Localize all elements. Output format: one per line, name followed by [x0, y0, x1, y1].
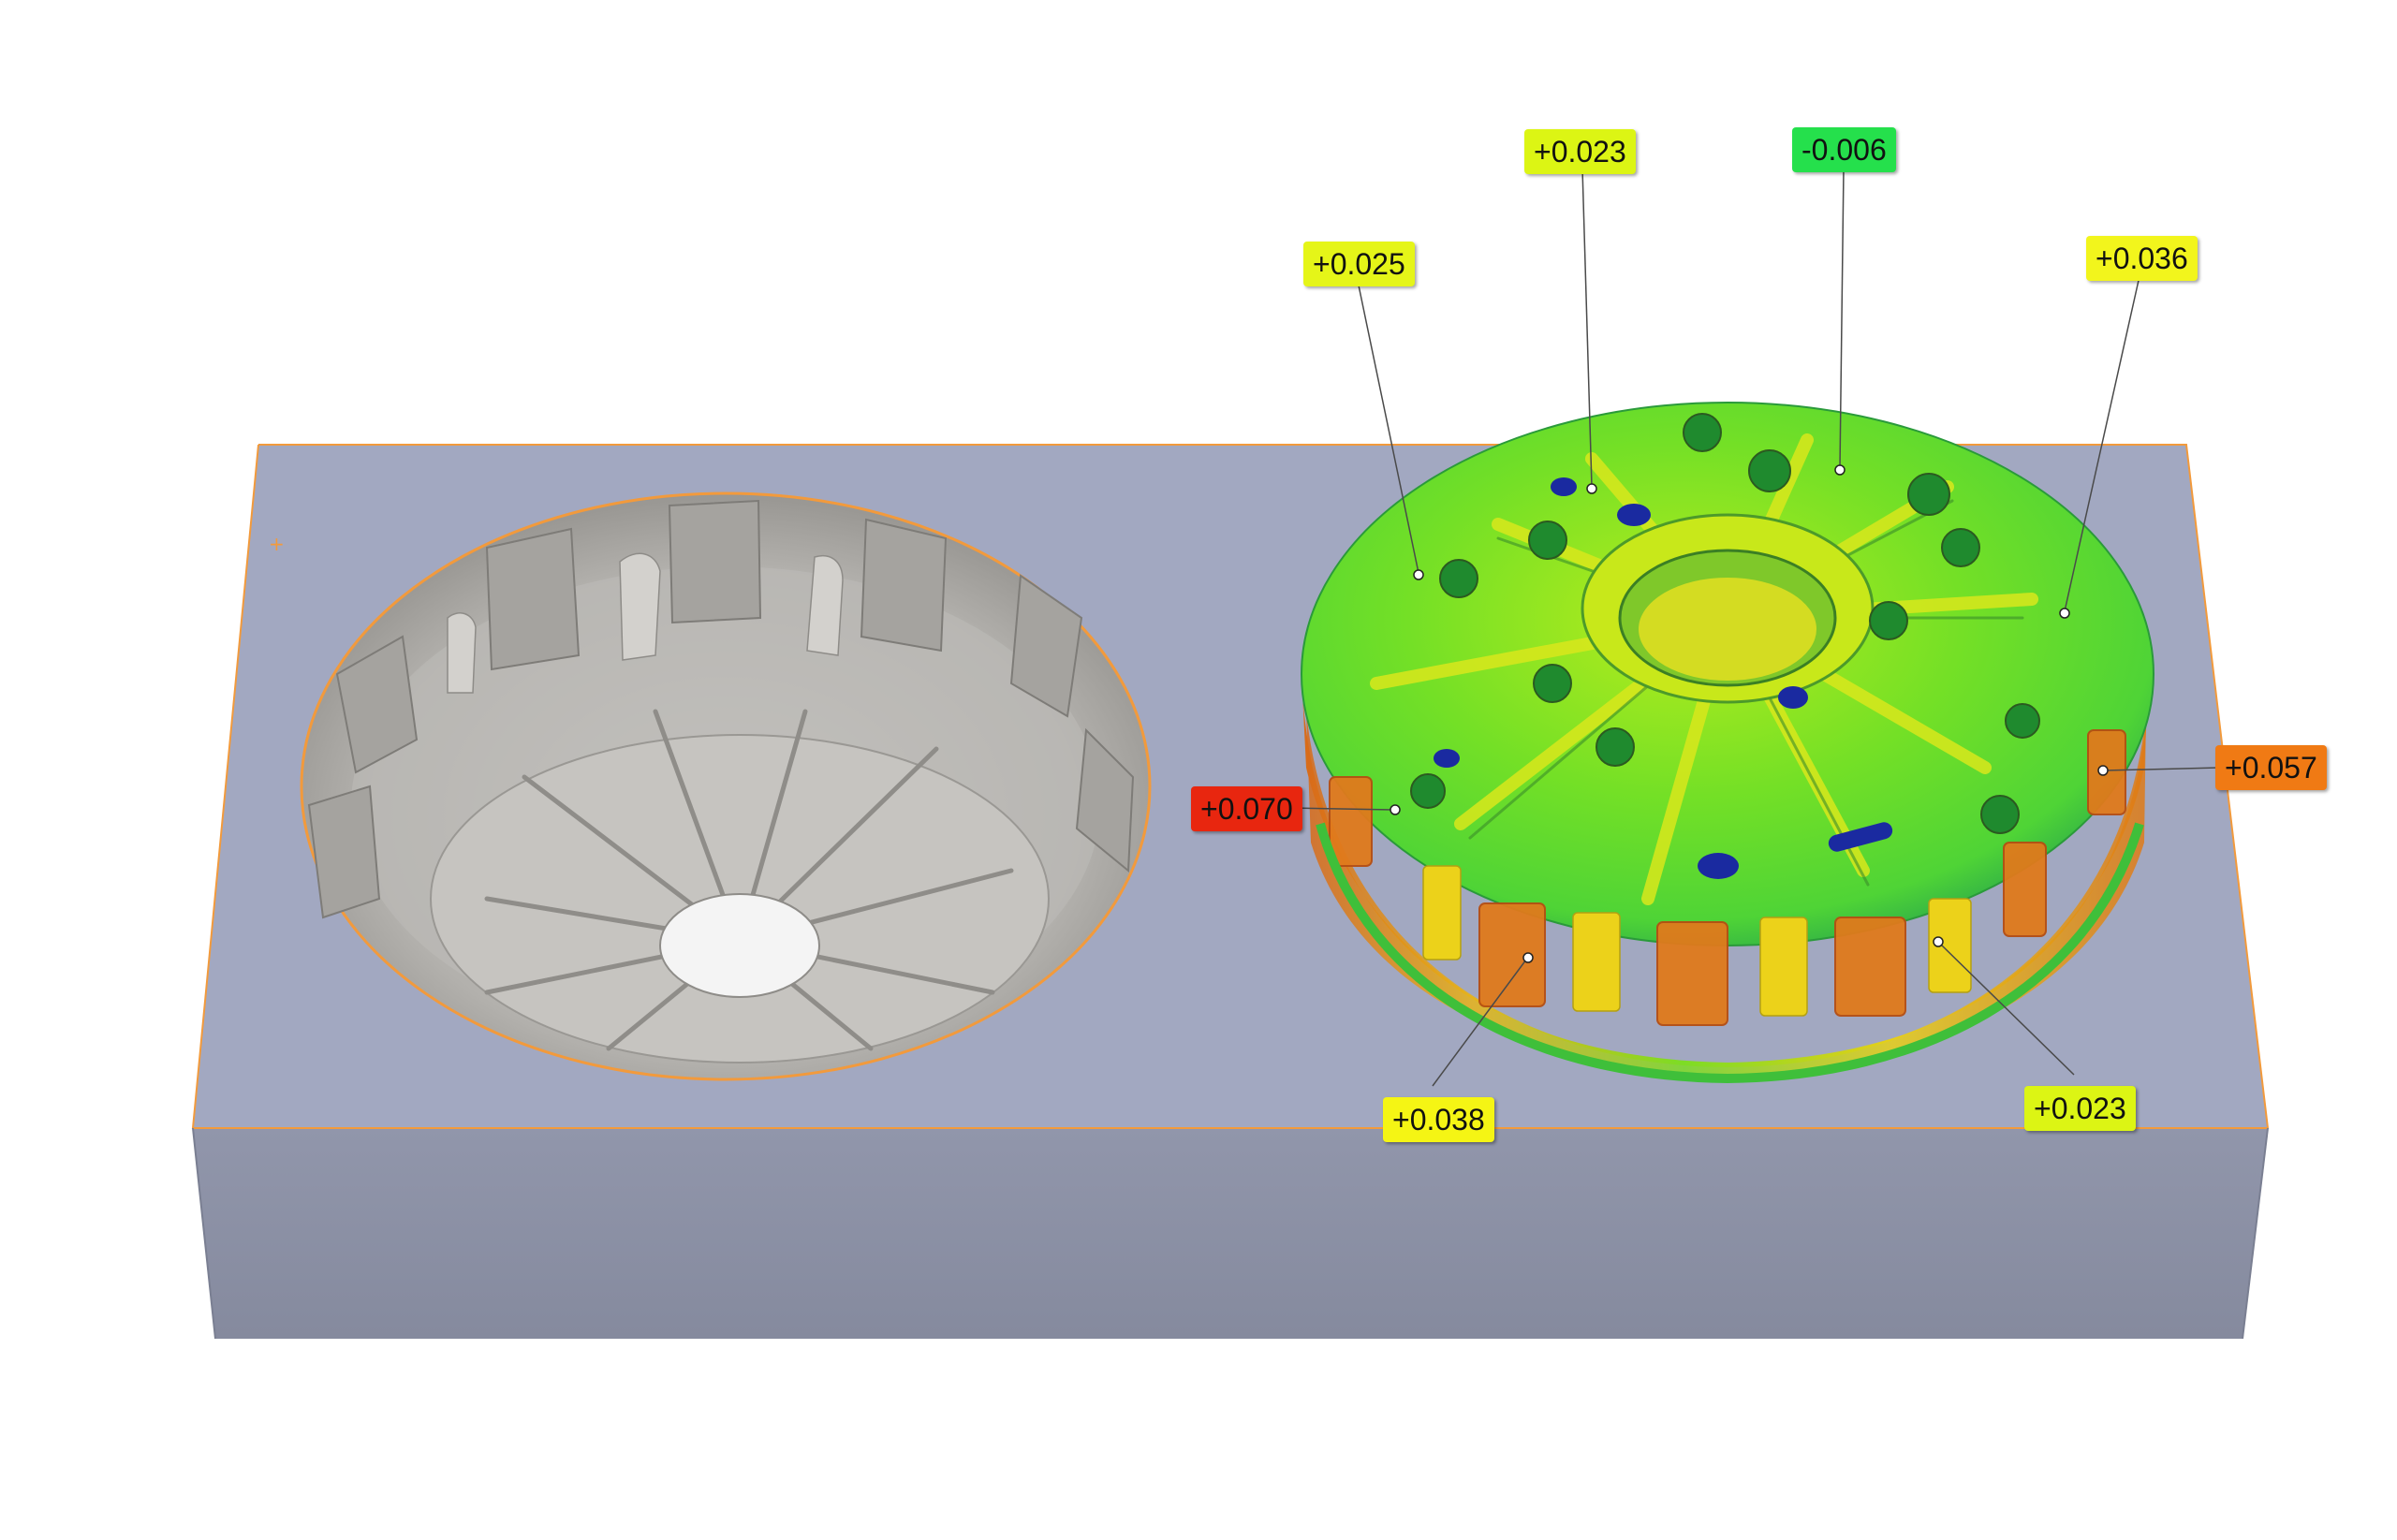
svg-text:+: +: [269, 533, 285, 555]
deviation-callout[interactable]: +0.023: [2024, 1086, 2136, 1131]
block-front-face: [193, 1128, 2268, 1339]
cavity-center-hole: [659, 893, 820, 998]
scanned-part[interactable]: [1301, 402, 2154, 1084]
deviation-callout[interactable]: +0.023: [1524, 129, 1636, 174]
callout-leaders: [1291, 168, 2220, 1087]
deviation-callout[interactable]: +0.025: [1303, 242, 1415, 286]
mold-cavity[interactable]: [300, 491, 1152, 1081]
deviation-callout[interactable]: -0.006: [1792, 127, 1896, 172]
deviation-callout[interactable]: +0.036: [2086, 236, 2198, 281]
deviation-callout[interactable]: +0.057: [2215, 745, 2327, 790]
measure-points: [1390, 464, 2109, 963]
deviation-callout[interactable]: +0.038: [1383, 1097, 1494, 1142]
deviation-callout[interactable]: +0.070: [1191, 786, 1302, 831]
